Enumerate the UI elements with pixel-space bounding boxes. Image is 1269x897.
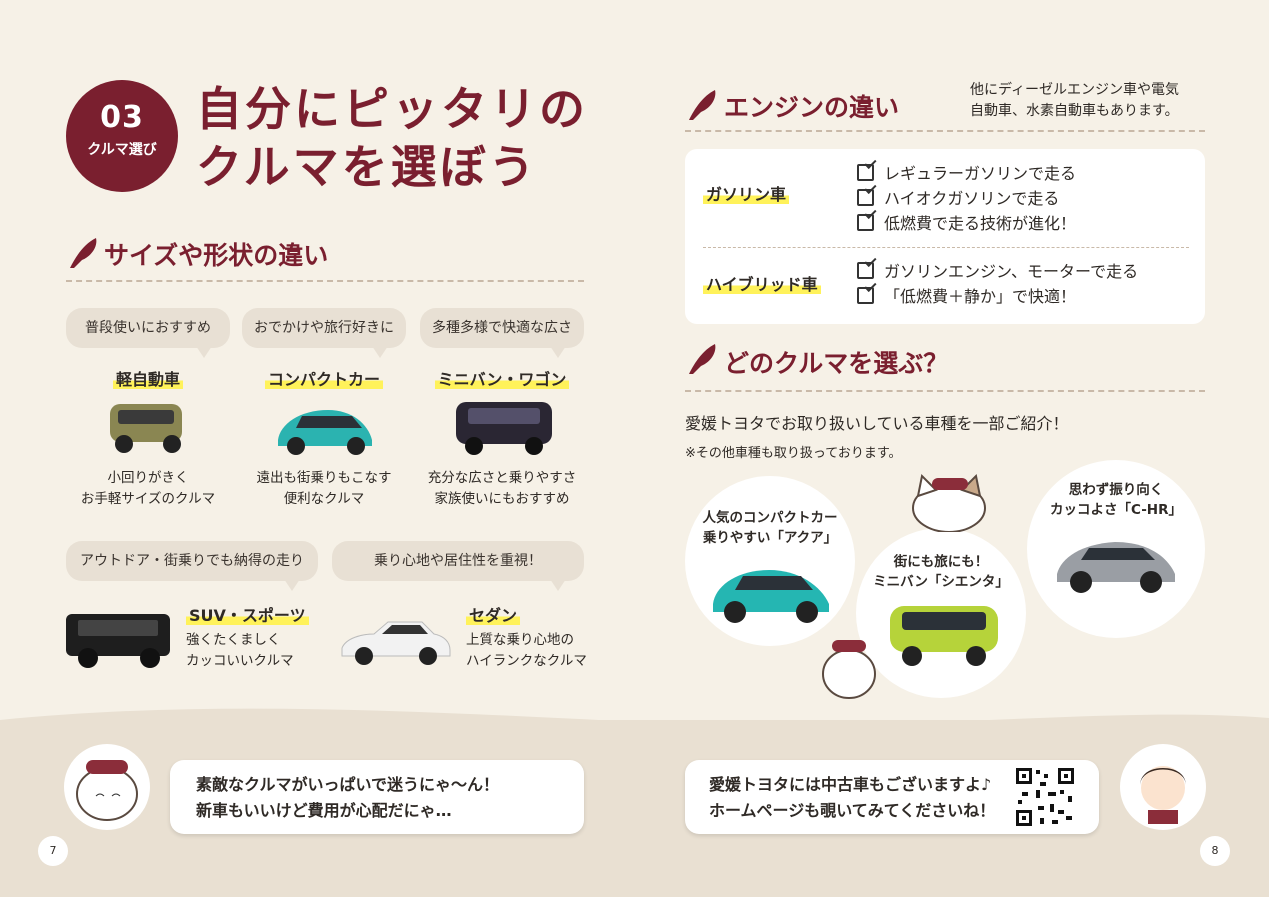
footer-wave-edge bbox=[0, 708, 1269, 740]
engine-card: ガソリン車 レギュラーガソリンで走る ハイオクガソリンで走る 低燃費で走る技術が… bbox=[685, 149, 1205, 324]
check-item: レギュラーガソリンで走る bbox=[857, 161, 1076, 186]
suv-car-image bbox=[60, 604, 176, 674]
engine-section-title: エンジンの違い bbox=[724, 93, 900, 122]
check-icon bbox=[857, 189, 874, 206]
gasoline-label: ガソリン車 bbox=[703, 181, 790, 205]
sedan-car-image bbox=[338, 612, 454, 672]
check-icon bbox=[857, 164, 874, 181]
check-icon bbox=[857, 287, 874, 304]
staff-face-icon bbox=[1140, 766, 1186, 824]
minivan-car-image bbox=[448, 396, 560, 460]
choose-note: ※その他車種も取り扱っております。 bbox=[685, 446, 902, 461]
kei-car-image bbox=[100, 398, 196, 460]
check-item: 低燃費で走る技術が進化！ bbox=[857, 211, 1076, 236]
section-badge: 03 クルマ選び bbox=[66, 80, 178, 192]
aqua-caption: 人気のコンパクトカー 乗りやすい「アクア」 bbox=[702, 510, 838, 546]
cat-mascot-icon bbox=[818, 634, 880, 708]
choose-intro: 愛媛トヨタでお取り扱いしている車種を一部ご紹介！ bbox=[685, 414, 1069, 433]
check-item: ガソリンエンジン、モーターで走る bbox=[857, 259, 1138, 284]
cat-avatar bbox=[64, 744, 150, 830]
gasoline-points: レギュラーガソリンで走る ハイオクガソリンで走る 低燃費で走る技術が進化！ bbox=[857, 161, 1076, 236]
choose-section-title: どのクルマを選ぶ？ bbox=[724, 349, 949, 378]
cat-mascot-icon bbox=[906, 470, 992, 536]
sedan-description: 上質な乗り心地の ハイランクなクルマ bbox=[466, 632, 587, 669]
size-bubble-compact: おでかけや旅行好きに bbox=[242, 308, 406, 358]
chr-caption: 思わず振り向く カッコよさ「C-HR」 bbox=[1049, 482, 1182, 518]
sienta-caption: 街にも旅にも！ ミニバン「シエンタ」 bbox=[873, 554, 1009, 590]
engine-note: 他にディーゼルエンジン車や電気 自動車、水素自動車もあります。 bbox=[970, 82, 1180, 119]
size-bubble-suv: アウトドア・街乗りでも納得の走り bbox=[66, 541, 318, 591]
car-name-sedan: セダン bbox=[466, 602, 521, 626]
car-name-kei: 軽自動車 bbox=[66, 366, 230, 390]
sienta-circle: 街にも旅にも！ ミニバン「シエンタ」 bbox=[856, 528, 1026, 698]
divider bbox=[66, 280, 584, 282]
page-title: 自分にピッタリの クルマを選ぼう bbox=[196, 80, 588, 196]
size-bubble-sedan: 乗り心地や居住性を重視！ bbox=[332, 541, 584, 591]
divider bbox=[685, 390, 1205, 392]
left-speech-bubble: 素敵なクルマがいっぱいで迷うにゃ〜ん！ 新車もいいけど費用が心配だにゃ… bbox=[170, 760, 584, 834]
check-icon bbox=[857, 214, 874, 231]
badge-label: クルマ選び bbox=[87, 142, 157, 158]
check-item: ハイオクガソリンで走る bbox=[857, 186, 1076, 211]
car-name-minivan: ミニバン・ワゴン bbox=[420, 366, 584, 390]
aqua-car-image bbox=[713, 570, 829, 623]
minivan-description: 充分な広さと乗りやすさ 家族使いにもおすすめ bbox=[427, 470, 577, 507]
suv-description: 強くたくましく カッコいいクルマ bbox=[186, 632, 294, 669]
divider bbox=[685, 130, 1205, 132]
compact-car-image bbox=[272, 402, 378, 460]
staff-avatar bbox=[1120, 744, 1206, 830]
car-name-suv: SUV・スポーツ bbox=[186, 602, 309, 626]
kei-description: 小回りがきく お手軽サイズのクルマ bbox=[80, 470, 216, 507]
feather-icon bbox=[685, 340, 719, 380]
compact-description: 遠出も街乗りもこなす 便利なクルマ bbox=[256, 470, 392, 507]
page-number-left: 7 bbox=[38, 836, 68, 866]
sienta-car-image bbox=[890, 606, 998, 666]
hybrid-label: ハイブリッド車 bbox=[703, 271, 821, 295]
badge-number: 03 bbox=[100, 100, 144, 135]
qr-code-icon bbox=[1016, 768, 1074, 826]
chr-car-image bbox=[1057, 542, 1175, 593]
title-line-2: クルマを選ぼう bbox=[196, 140, 538, 194]
hybrid-points: ガソリンエンジン、モーターで走る 「低燃費＋静か」で快適！ bbox=[857, 259, 1138, 309]
title-line-1: 自分にピッタリの bbox=[196, 82, 588, 136]
feather-icon bbox=[66, 234, 100, 274]
size-bubble-minivan: 多種多様で快適な広さ bbox=[420, 308, 584, 358]
check-item: 「低燃費＋静か」で快適！ bbox=[857, 284, 1138, 309]
qr-code[interactable] bbox=[1014, 766, 1076, 828]
feather-icon bbox=[685, 86, 719, 126]
aqua-circle: 人気のコンパクトカー 乗りやすい「アクア」 bbox=[685, 476, 855, 646]
size-section-title: サイズや形状の違い bbox=[104, 241, 329, 270]
size-bubble-kei: 普段使いにおすすめ bbox=[66, 308, 230, 358]
page-number-right: 8 bbox=[1200, 836, 1230, 866]
card-divider bbox=[703, 247, 1189, 248]
check-icon bbox=[857, 262, 874, 279]
chr-circle: 思わず振り向く カッコよさ「C-HR」 bbox=[1027, 460, 1205, 638]
car-name-compact: コンパクトカー bbox=[242, 366, 406, 390]
cat-face-icon bbox=[76, 760, 138, 821]
